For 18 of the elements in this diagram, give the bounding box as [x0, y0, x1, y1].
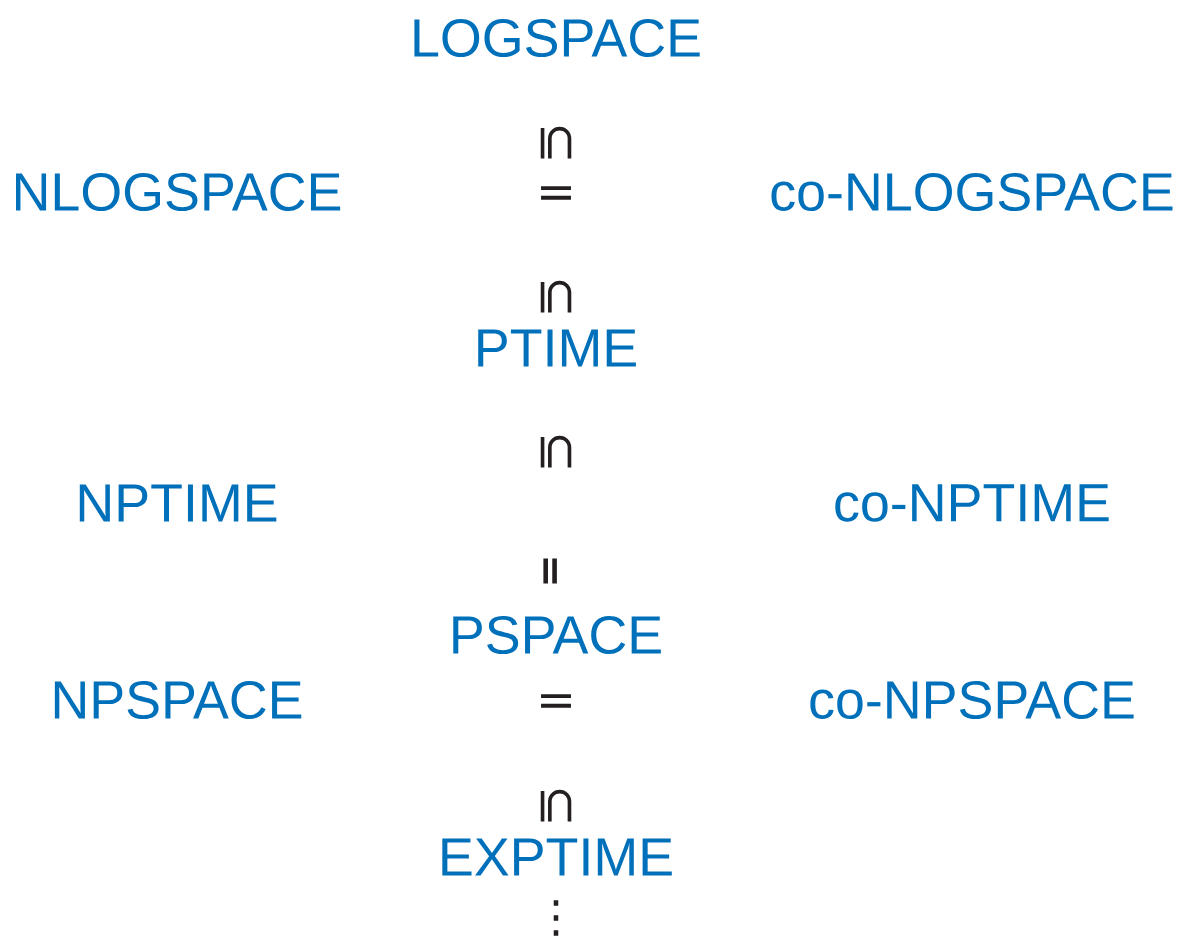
- class-name: EXPTIME: [442, 838, 672, 876]
- class-name: NLOGSPACE: [16, 172, 341, 212]
- subset-symbol: ⊆: [540, 280, 572, 313]
- class-name: co-NPTIME: [835, 484, 1109, 522]
- ellipsis-dots: ⋮: [553, 900, 559, 936]
- equals-symbol: =: [543, 558, 557, 584]
- class-name: co-NPSPACE: [810, 680, 1134, 720]
- equals-symbol: =: [541, 186, 571, 200]
- class-name: co-NLOGSPACE: [771, 172, 1173, 212]
- class-name: PTIME: [478, 329, 636, 367]
- subset-symbol: ⊆: [540, 435, 572, 468]
- class-name: NPSPACE: [54, 680, 302, 720]
- subset-symbol: ⊆: [540, 126, 572, 159]
- class-name: LOGSPACE: [414, 18, 700, 58]
- class-name: PSPACE: [453, 615, 661, 655]
- subset-symbol: ⊆: [540, 789, 572, 822]
- class-name: NPTIME: [79, 484, 277, 522]
- equals-symbol: =: [541, 694, 571, 708]
